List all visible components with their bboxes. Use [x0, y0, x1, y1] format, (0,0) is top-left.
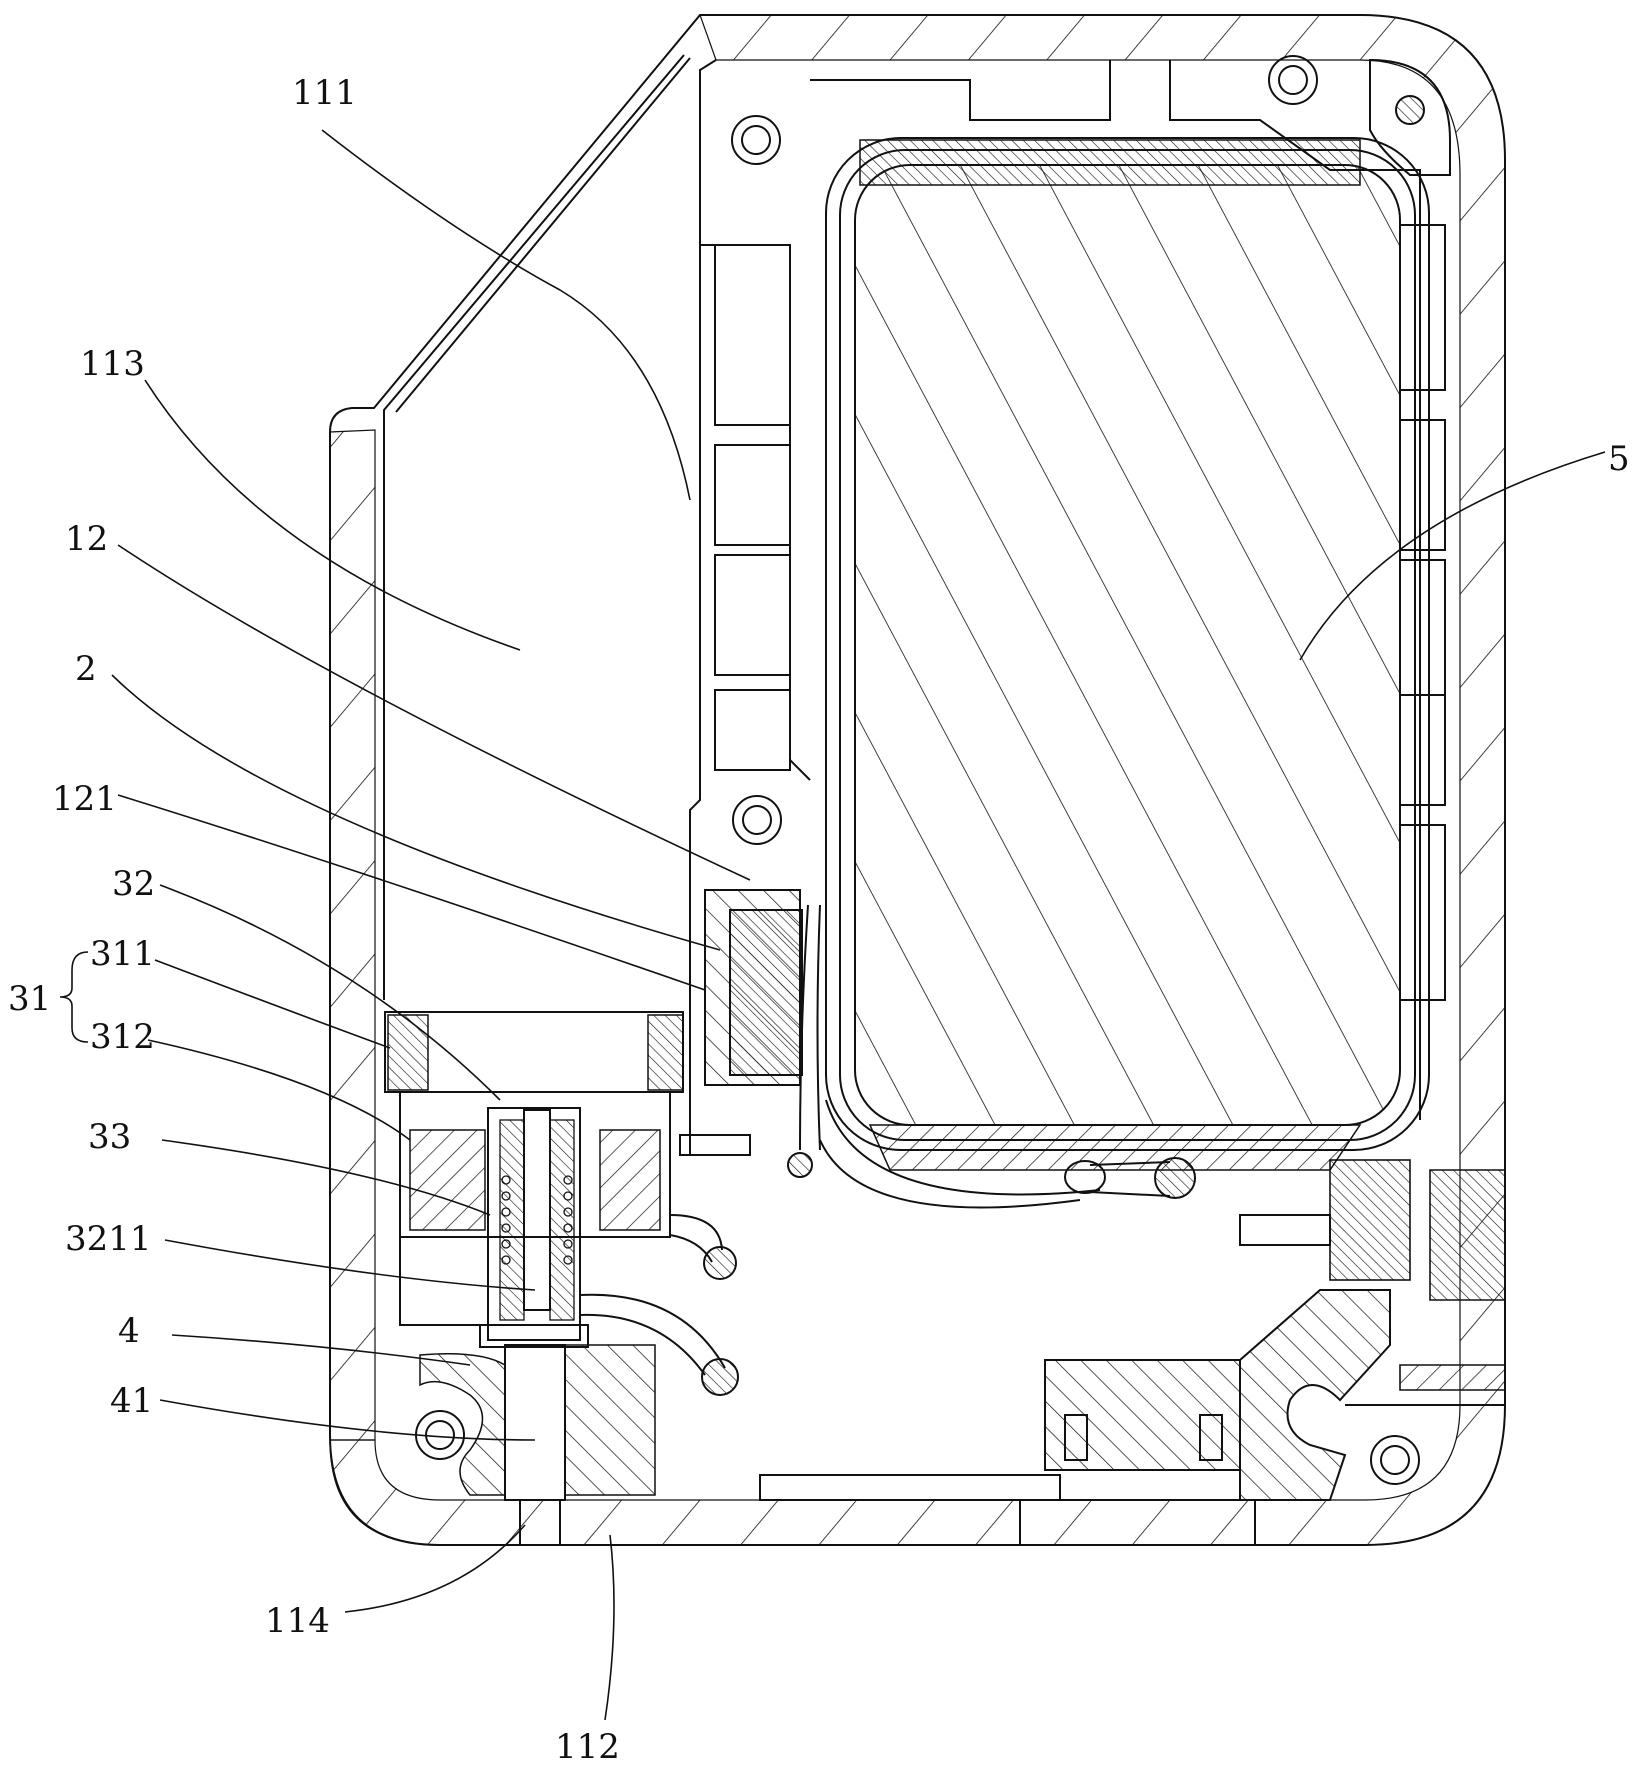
label-4: 4 [118, 1311, 140, 1351]
label-3211: 3211 [65, 1219, 152, 1259]
label-111: 111 [292, 73, 357, 113]
label-33: 33 [88, 1117, 131, 1157]
pressure-block [679, 889, 803, 1156]
label-2: 2 [75, 649, 97, 689]
leader-311 [154, 959, 391, 1049]
label-113: 113 [80, 344, 145, 384]
label-31: 31 [8, 979, 51, 1019]
label-114: 114 [265, 1601, 330, 1641]
label-312: 312 [90, 1017, 155, 1057]
shaft [419, 1344, 656, 1546]
label-12: 12 [65, 519, 108, 559]
reference-labels: 111 113 12 2 121 32 31 311 312 33 3211 4… [8, 73, 1630, 1767]
leader-12 [117, 544, 751, 881]
leader-lines [59, 129, 1606, 1721]
leader-121 [117, 794, 706, 991]
leader-33 [161, 1139, 491, 1216]
bottom-right-parts [759, 1159, 1506, 1546]
wires [579, 904, 1196, 1396]
leader-2 [111, 674, 721, 951]
leader-5 [1299, 451, 1606, 661]
label-112: 112 [555, 1727, 620, 1767]
brace-31 [59, 951, 89, 1043]
label-32: 32 [112, 864, 155, 904]
leader-41 [159, 1399, 536, 1441]
spring [501, 1175, 573, 1265]
label-41: 41 [110, 1381, 153, 1421]
leader-112 [604, 1534, 615, 1721]
label-5: 5 [1608, 439, 1630, 479]
housing [329, 14, 1506, 1546]
leader-114 [344, 1524, 526, 1613]
valve-assembly [384, 1011, 684, 1348]
leader-111 [321, 129, 691, 501]
battery-cell [825, 137, 1430, 1171]
leader-3211 [164, 1239, 536, 1291]
label-121: 121 [52, 779, 117, 819]
leader-4 [171, 1334, 471, 1366]
leader-32 [159, 884, 501, 1101]
leader-113 [144, 379, 521, 651]
label-311: 311 [90, 934, 155, 974]
leader-312 [147, 1039, 411, 1141]
